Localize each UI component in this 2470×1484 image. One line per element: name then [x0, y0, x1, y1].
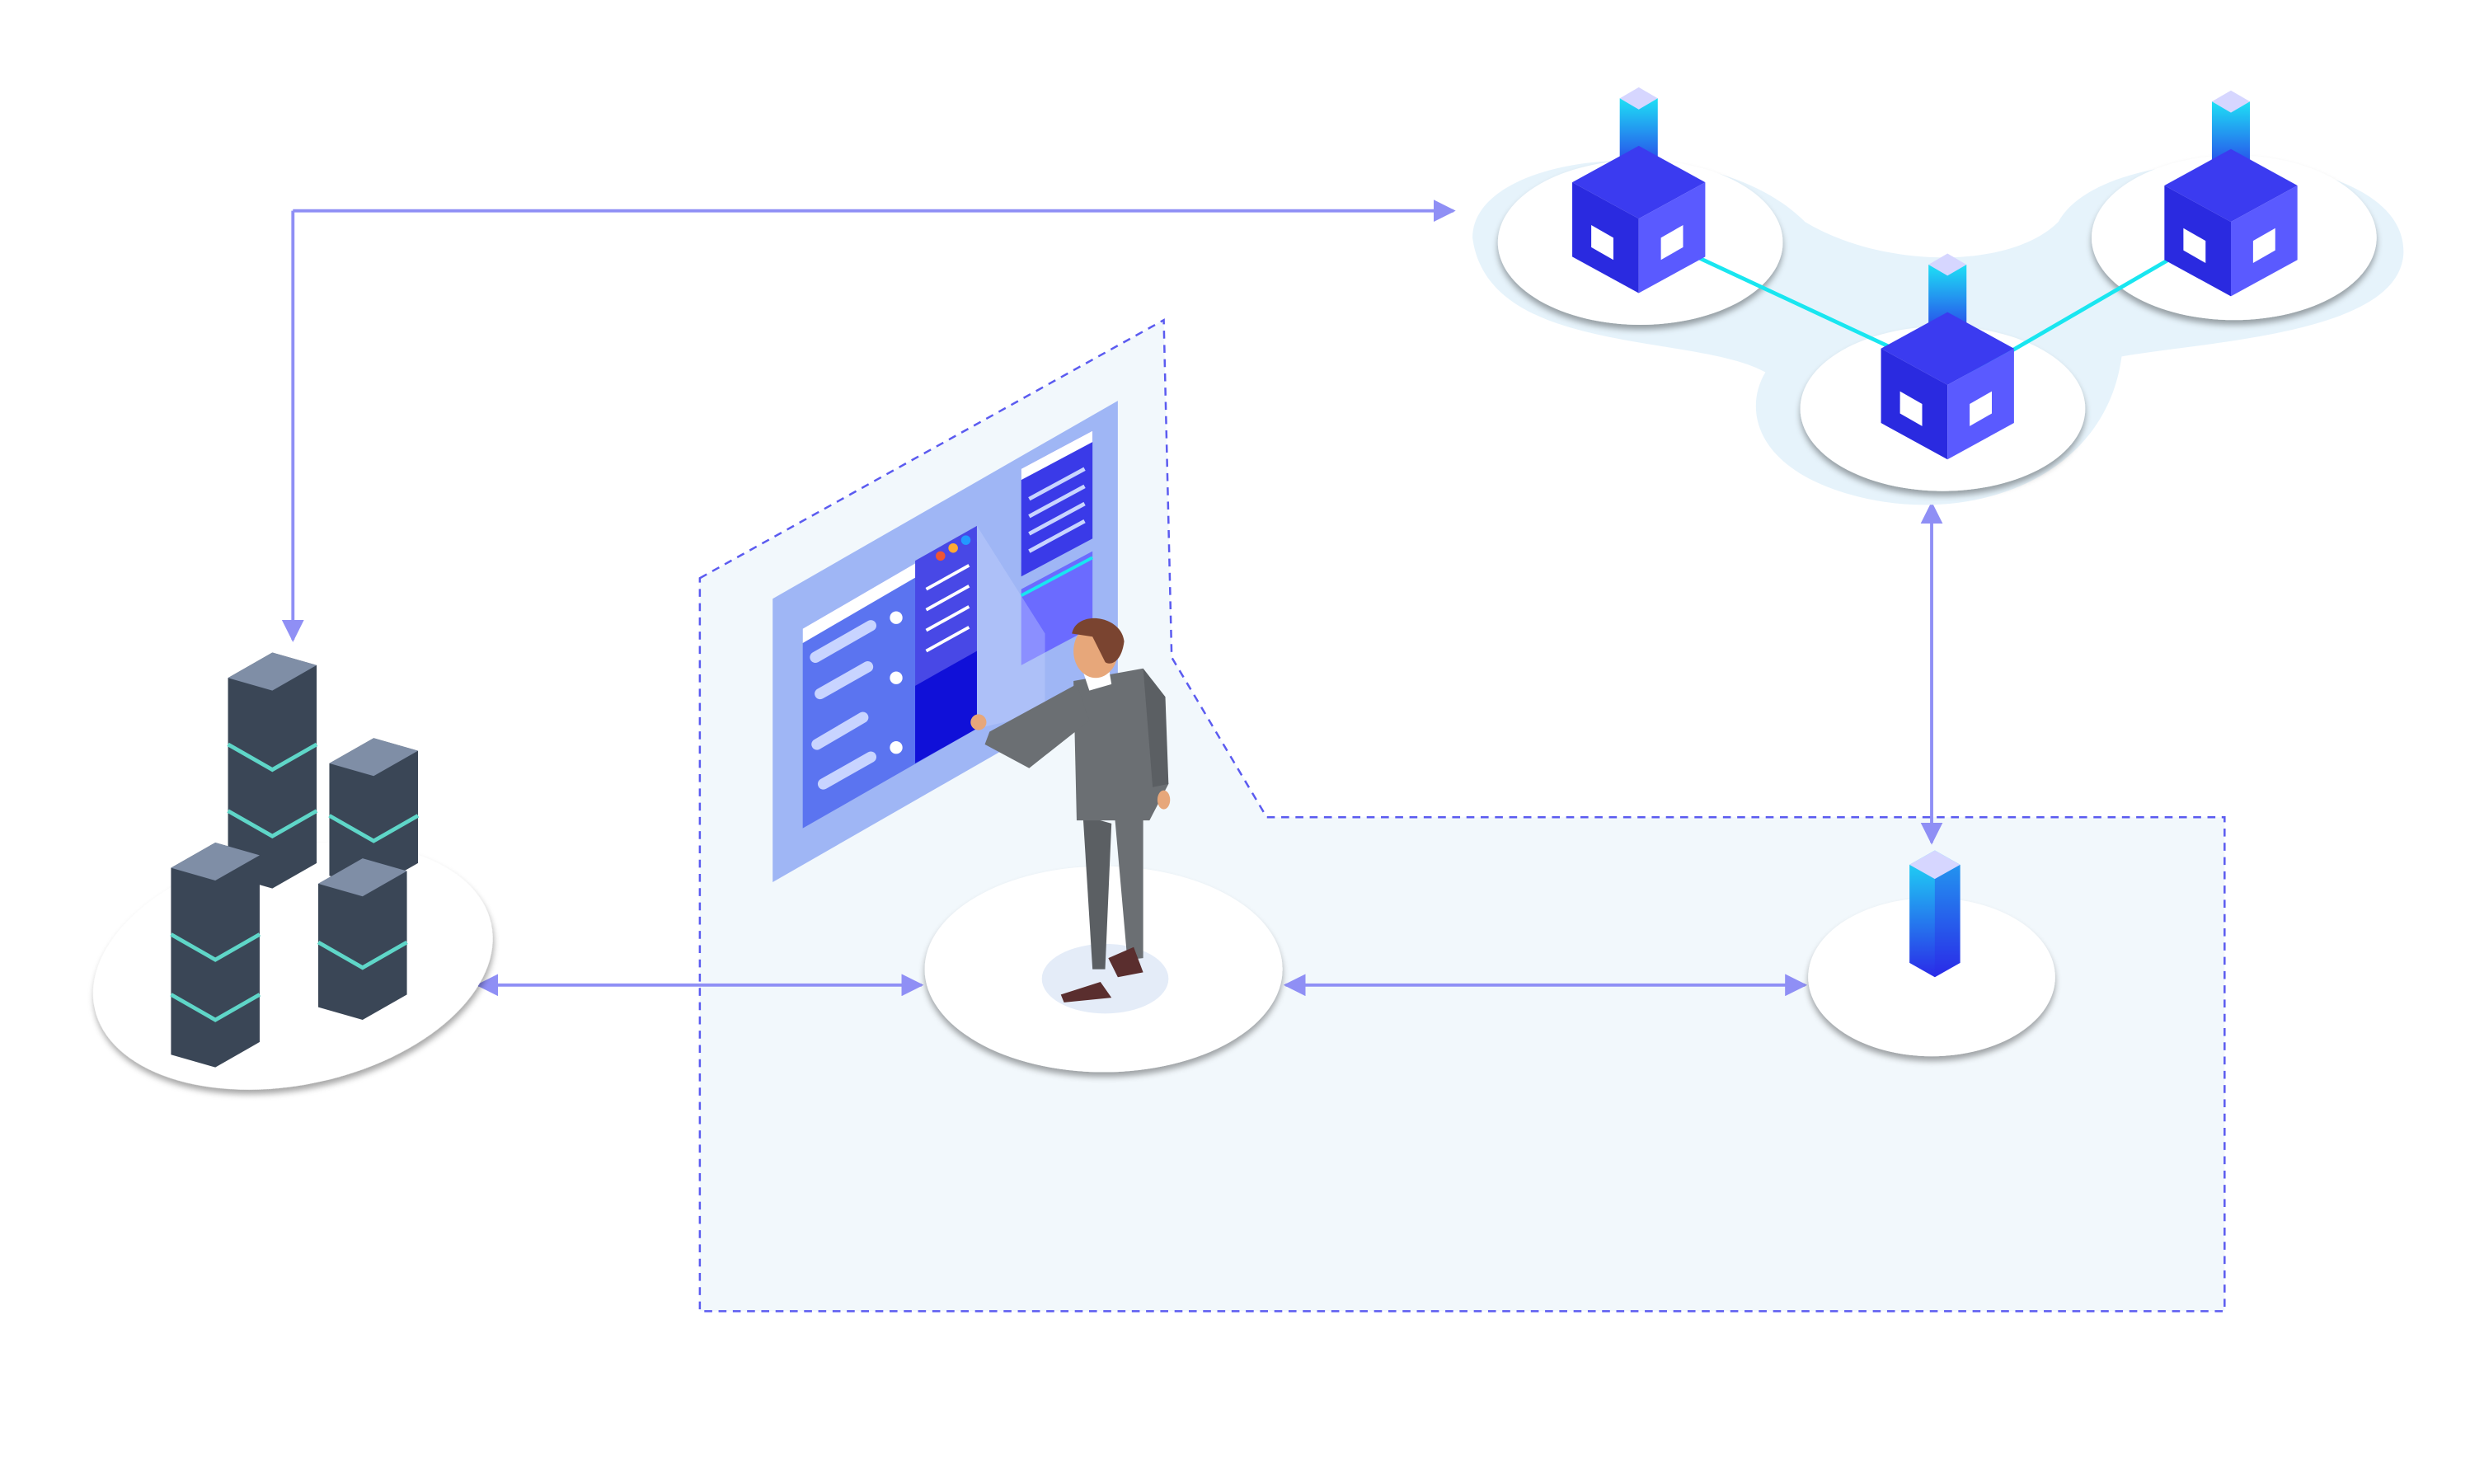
single-node-icon [1909, 850, 1961, 978]
connectors [281, 200, 1943, 997]
blockchain-node-icon [2164, 90, 2298, 297]
server-cluster-icon [170, 652, 420, 1068]
server-rack [328, 738, 420, 889]
server-cluster [92, 652, 493, 1090]
single-node [1808, 850, 2055, 1057]
user-workstation [772, 401, 1283, 1073]
dashboard-screen [772, 401, 1118, 882]
chain-link [1661, 238, 1901, 354]
server-rack [317, 858, 408, 1021]
blockchain-node-icon [1572, 87, 1706, 294]
blockchain-node-icon [1881, 253, 2014, 460]
server-rack [227, 652, 318, 889]
platform [1808, 898, 2055, 1057]
server-rack [170, 842, 261, 1068]
user-at-screen-icon [970, 618, 1171, 1003]
